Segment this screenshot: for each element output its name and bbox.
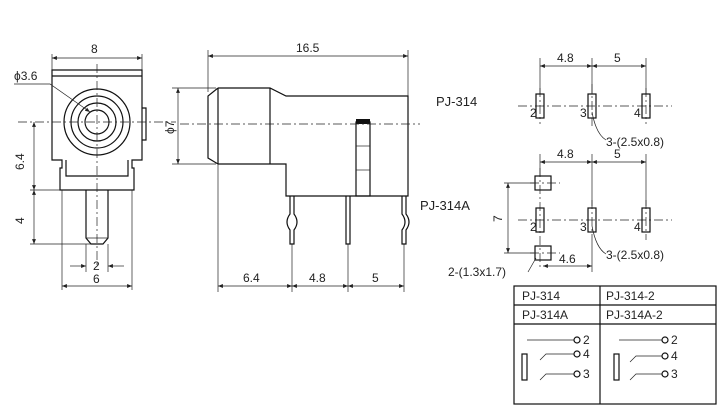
fp2-dim-b: 5 bbox=[614, 147, 621, 161]
fp2-slot-note: 3-(2.5x0.8) bbox=[606, 248, 664, 262]
fp1-dim-b: 5 bbox=[614, 51, 621, 65]
legend-table: PJ-314 PJ-314-2 PJ-314A PJ-314A-2 2 4 3 … bbox=[513, 285, 717, 405]
fp1-pin-2: 2 bbox=[530, 106, 537, 120]
model-label-pj314: PJ-314 bbox=[436, 94, 477, 109]
fp2-dim-height: 7 bbox=[491, 215, 505, 222]
side-dimensions: 16.5 ϕ7 6.4 4.8 5 bbox=[163, 41, 409, 292]
fp1-pin-3: 3 bbox=[580, 106, 587, 120]
side-pin-c-label: 5 bbox=[372, 271, 379, 285]
table-c2-pin-a: 2 bbox=[671, 333, 678, 347]
fp2-pin-4: 4 bbox=[634, 220, 641, 234]
fp2-hole-note: 2-(1.3x1.7) bbox=[448, 265, 506, 279]
side-length-label: 16.5 bbox=[296, 41, 320, 55]
table-c1-pin-c: 3 bbox=[583, 367, 590, 381]
front-pin-width-label: 2 bbox=[93, 259, 100, 273]
front-dimensions: 8 ϕ3.6 6.4 4 2 6 bbox=[13, 42, 143, 290]
fp2-pin-2: 2 bbox=[530, 220, 537, 234]
front-width-label: 8 bbox=[91, 42, 98, 56]
front-height-upper-label: 6.4 bbox=[13, 153, 27, 170]
table-c2-pin-b: 4 bbox=[671, 349, 678, 363]
table-c2-pin-c: 3 bbox=[671, 367, 678, 381]
table-c1-pin-a: 2 bbox=[583, 333, 590, 347]
model-label-pj314a: PJ-314A bbox=[420, 198, 470, 213]
fp1-pin-4: 4 bbox=[634, 106, 641, 120]
table-c1r2: PJ-314A bbox=[522, 308, 568, 322]
side-view bbox=[180, 87, 420, 245]
side-diameter-label: ϕ7 bbox=[163, 120, 177, 134]
fp2-dim-offset: 4.6 bbox=[559, 252, 576, 266]
table-c2r1: PJ-314-2 bbox=[606, 289, 655, 303]
fp1-dim-a: 4.8 bbox=[557, 51, 574, 65]
front-diameter-label: ϕ3.6 bbox=[14, 69, 38, 83]
table-c1r1: PJ-314 bbox=[522, 289, 560, 303]
side-pin-a-label: 6.4 bbox=[243, 271, 260, 285]
table-c1-pin-b: 4 bbox=[583, 347, 590, 361]
table-c2r2: PJ-314A-2 bbox=[606, 308, 663, 322]
side-pin-b-label: 4.8 bbox=[309, 271, 326, 285]
front-height-lower-label: 4 bbox=[13, 217, 27, 224]
fp1-slot-note: 3-(2.5x0.8) bbox=[606, 135, 664, 149]
fp2-pin-3: 3 bbox=[580, 220, 587, 234]
footprint-pj314: 4.8 5 2 3 4 3-(2.5x0.8) bbox=[518, 51, 672, 149]
footprint-pj314a: 4.8 5 7 2 3 4 3-(2.5x0.8) 4.6 2-(1.3x1.7… bbox=[448, 147, 672, 279]
front-view bbox=[18, 64, 176, 268]
front-base-width-label: 6 bbox=[93, 272, 100, 286]
fp2-dim-a: 4.8 bbox=[557, 147, 574, 161]
